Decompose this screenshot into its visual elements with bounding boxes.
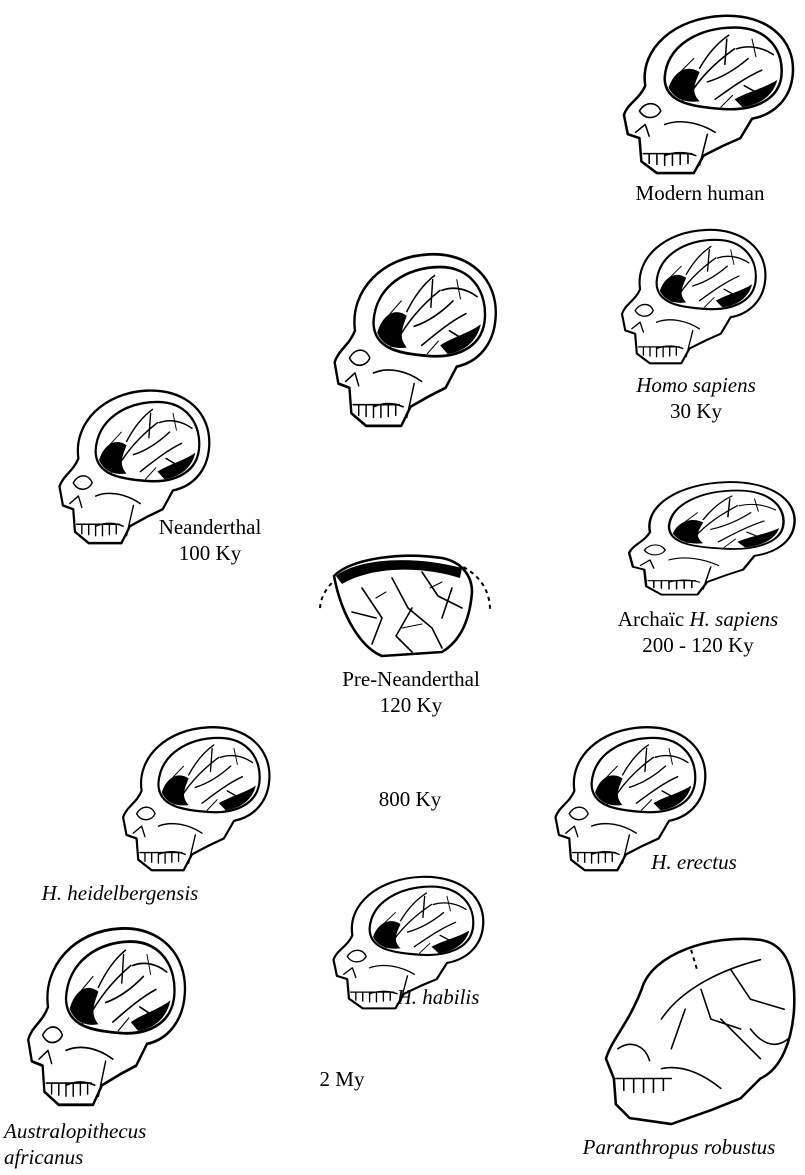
modern-human-skull bbox=[606, 10, 801, 175]
paranthropus-skull-drawing bbox=[602, 930, 800, 1128]
archaic-sapiens-name: Archaïc H. sapiens bbox=[598, 606, 798, 632]
homo-sapiens-label: Homo sapiens 30 Ky bbox=[608, 372, 784, 424]
heidelbergensis-label: H. heidelbergensis bbox=[2, 880, 238, 906]
homo-sapiens-age: 30 Ky bbox=[608, 398, 784, 424]
pre-neanderthal-age: 120 Ky bbox=[318, 692, 504, 718]
neanderthal-label: Neanderthal 100 Ky bbox=[138, 514, 282, 566]
neanderthal-age: 100 Ky bbox=[138, 540, 282, 566]
heidelbergensis-skull bbox=[108, 722, 276, 872]
age-800ky-label: 800 Ky bbox=[360, 786, 460, 812]
archaic-sapiens-skull-drawing bbox=[612, 478, 802, 596]
australopithecus-genus: Australopithecus bbox=[4, 1118, 204, 1144]
homo-sapiens-skull-drawing bbox=[602, 225, 777, 365]
paranthropus-skull bbox=[602, 930, 800, 1128]
australopithecus-skull-drawing bbox=[12, 922, 192, 1107]
age-2my-label: 2 My bbox=[302, 1066, 382, 1092]
archaic-sapiens-skull bbox=[612, 478, 802, 596]
paranthropus-label: Paranthropus robustus bbox=[554, 1134, 804, 1160]
erectus-label: H. erectus bbox=[628, 849, 760, 875]
archaic-sapiens-age: 200 - 120 Ky bbox=[598, 632, 798, 658]
skull-center-top bbox=[318, 248, 503, 428]
modern-human-skull-drawing bbox=[606, 10, 801, 175]
habilis-label: H. habilis bbox=[376, 984, 500, 1010]
modern-human-label: Modern human bbox=[612, 180, 788, 206]
australopithecus-skull bbox=[12, 922, 192, 1107]
skull-center-top-drawing bbox=[318, 248, 503, 428]
pre-neanderthal-skull bbox=[312, 548, 497, 660]
pre-neanderthal-name: Pre-Neanderthal bbox=[318, 666, 504, 692]
homo-sapiens-skull bbox=[602, 225, 777, 365]
australopithecus-label: Australopithecus africanus bbox=[0, 1118, 204, 1170]
heidelbergensis-skull-drawing bbox=[108, 722, 276, 872]
homo-sapiens-name: Homo sapiens bbox=[608, 372, 784, 398]
neanderthal-name: Neanderthal bbox=[138, 514, 282, 540]
pre-neanderthal-skull-drawing bbox=[312, 548, 497, 660]
pre-neanderthal-label: Pre-Neanderthal 120 Ky bbox=[318, 666, 504, 718]
australopithecus-species: africanus bbox=[4, 1144, 204, 1170]
archaic-sapiens-label: Archaïc H. sapiens 200 - 120 Ky bbox=[598, 606, 798, 658]
